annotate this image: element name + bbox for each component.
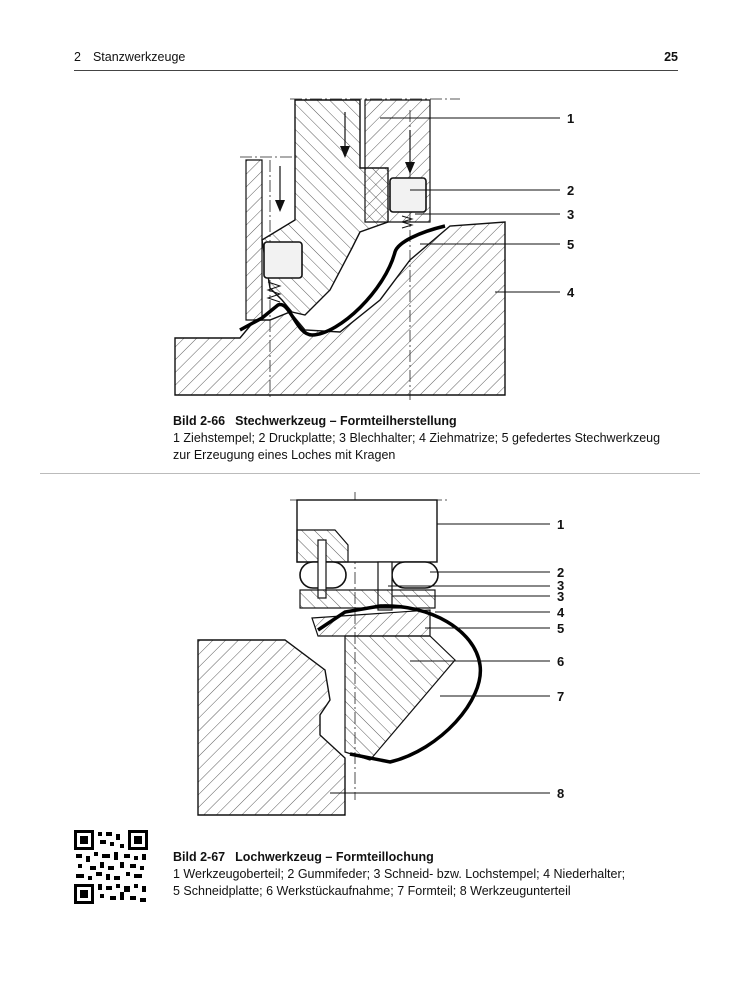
figure-2-66-number: Bild 2-66 <box>173 414 226 428</box>
figure-2-67-number: Bild 2-67 <box>173 850 226 864</box>
fig2-label-7: 7 <box>557 689 564 704</box>
fig2-label-8: 8 <box>557 786 564 801</box>
workpiece-seat <box>344 635 456 761</box>
figure-separator <box>40 473 700 474</box>
fig2-label-3b: 3 <box>557 589 564 604</box>
fig1-label-3: 3 <box>567 207 574 222</box>
blank-holder <box>245 159 263 321</box>
fig2-label-5: 5 <box>557 621 564 636</box>
fig2-label-6: 6 <box>557 654 564 669</box>
figure-2-67-drawing: 1 2 3 3 4 5 6 7 8 <box>197 492 565 816</box>
fig2-label-1: 1 <box>557 517 564 532</box>
qr-code-icon <box>74 830 148 904</box>
chapter-title: Stanzwerkzeuge <box>92 50 186 64</box>
sheet-metal <box>239 224 446 337</box>
figure-2-66-legend-line1: 1 Ziehstempel; 2 Druckplatte; 3 Blechhal… <box>173 431 661 445</box>
page-number: 25 <box>664 50 678 64</box>
fig1-label-2: 2 <box>567 183 574 198</box>
fig1-label-5: 5 <box>567 237 574 252</box>
fig2-label-4: 4 <box>557 605 565 620</box>
fig1-label-1: 1 <box>567 111 574 126</box>
fig2-label-3a: 3 <box>557 578 564 593</box>
figure-2-67-legend-line1: 1 Werkzeugoberteil; 2 Gummifeder; 3 Schn… <box>173 867 626 881</box>
fig1-label-4: 4 <box>567 285 575 300</box>
running-header: 2 Stanzwerkzeuge 25 <box>74 50 678 71</box>
form-part <box>317 604 483 764</box>
chapter-heading: 2 Stanzwerkzeuge <box>74 50 185 64</box>
figure-2-66-drawing: 1 2 3 5 4 <box>174 98 575 400</box>
lower-tool <box>197 639 346 816</box>
chapter-number: 2 <box>74 50 81 64</box>
figure-2-66-legend-line2: zur Erzeugung eines Loches mit Kragen <box>173 448 396 462</box>
fig2-label-2: 2 <box>557 565 564 580</box>
figure-2-67-legend-line2: 5 Schneidplatte; 6 Werkstückaufnahme; 7 … <box>173 884 571 898</box>
